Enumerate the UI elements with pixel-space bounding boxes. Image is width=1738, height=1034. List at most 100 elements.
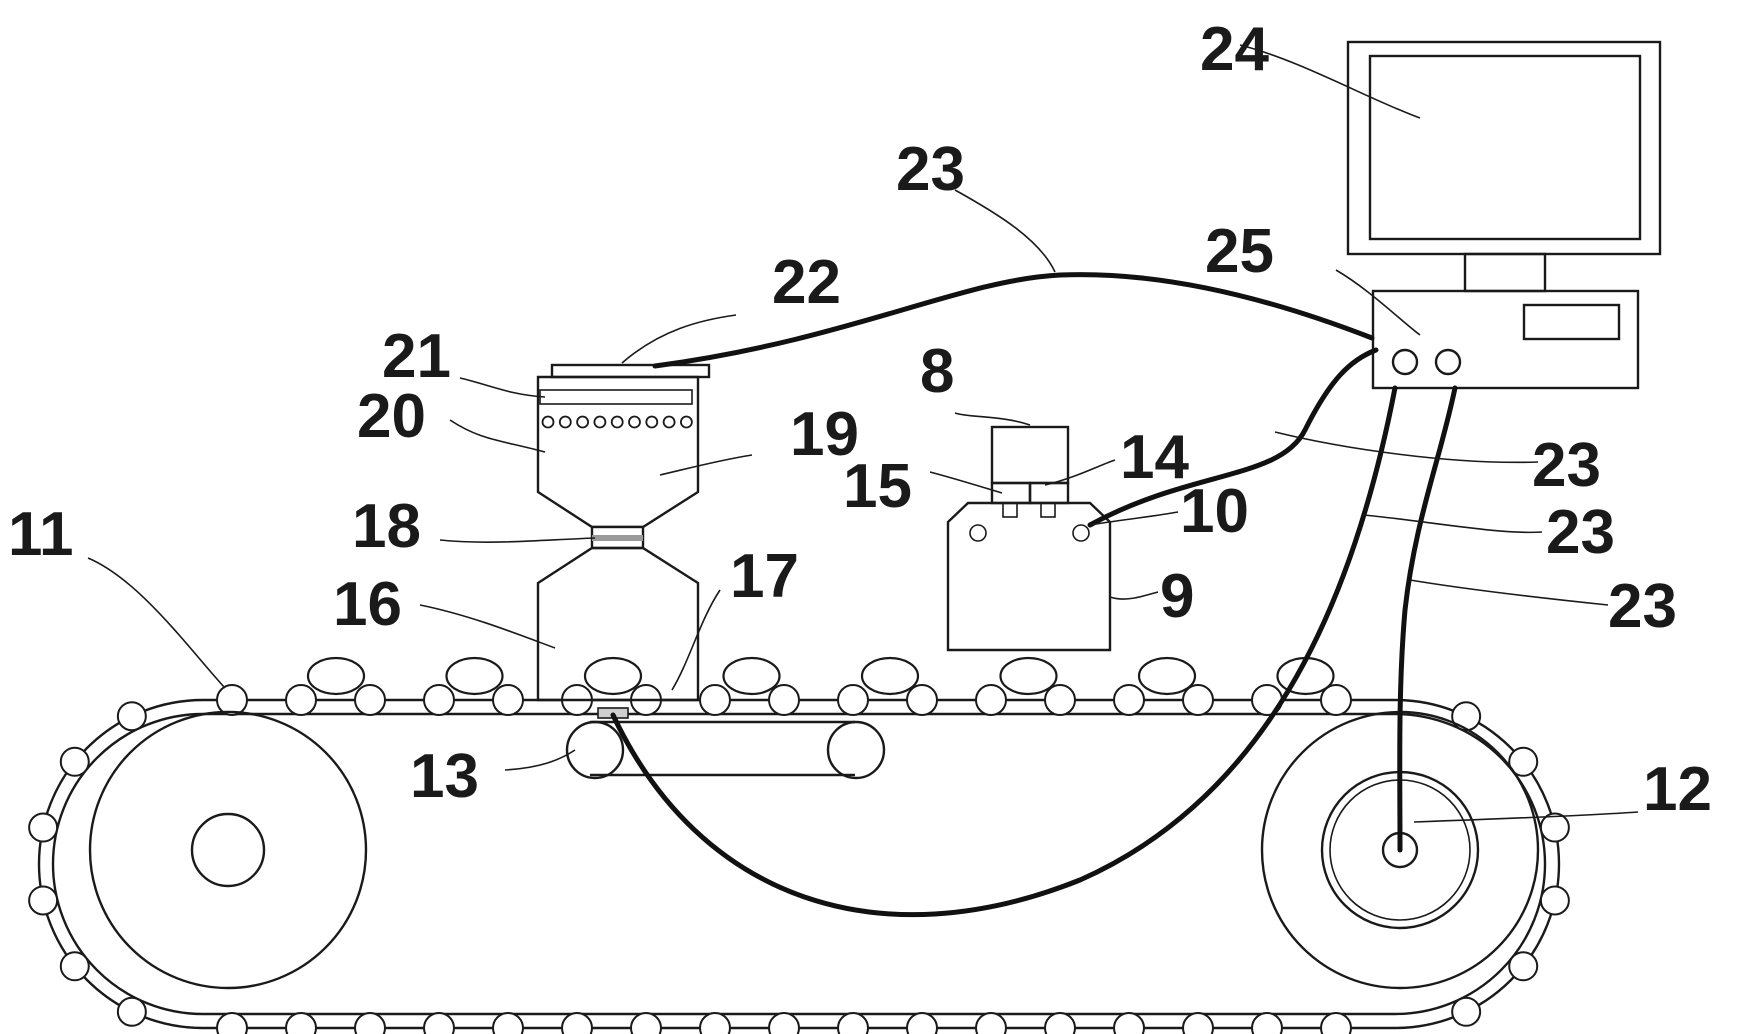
belt-bead bbox=[286, 1013, 316, 1034]
belt-bead bbox=[1252, 1013, 1282, 1034]
sensor-left bbox=[970, 525, 986, 541]
belt-bead bbox=[838, 1013, 868, 1034]
enclosure-9 bbox=[948, 503, 1110, 650]
hopper-assembly bbox=[538, 365, 709, 700]
nozzle bbox=[629, 417, 640, 428]
belt-bead bbox=[1045, 685, 1075, 715]
belt-bead bbox=[838, 685, 868, 715]
label-23-fourth: 23 bbox=[1608, 572, 1677, 641]
belt-bead bbox=[493, 1013, 523, 1034]
egg bbox=[1001, 658, 1057, 694]
nozzle bbox=[543, 417, 554, 428]
label-24: 24 bbox=[1200, 15, 1269, 84]
nozzle bbox=[577, 417, 588, 428]
egg bbox=[1139, 658, 1195, 694]
light-14 bbox=[1030, 483, 1068, 503]
light-15 bbox=[992, 483, 1030, 503]
belt-bead bbox=[1114, 1013, 1144, 1034]
belt-bead bbox=[424, 685, 454, 715]
upper-hopper-19 bbox=[538, 377, 698, 527]
bar-21 bbox=[540, 390, 692, 404]
label-11: 11 bbox=[8, 500, 74, 569]
belt-bead bbox=[769, 1013, 799, 1034]
label-20: 20 bbox=[357, 382, 426, 451]
nozzle bbox=[681, 417, 692, 428]
label-8: 8 bbox=[920, 337, 954, 406]
sensor-10 bbox=[1073, 525, 1089, 541]
label-19: 19 bbox=[790, 400, 859, 469]
belt-bead bbox=[907, 1013, 937, 1034]
controller-25 bbox=[1373, 291, 1638, 388]
egg bbox=[862, 658, 918, 694]
nozzle bbox=[612, 417, 623, 428]
egg bbox=[585, 658, 641, 694]
belt-bead bbox=[118, 702, 146, 730]
label-25: 25 bbox=[1205, 217, 1274, 286]
label-21: 21 bbox=[382, 322, 451, 391]
nozzle bbox=[594, 417, 605, 428]
nozzle bbox=[664, 417, 675, 428]
belt-bead bbox=[61, 952, 89, 980]
belt-bead bbox=[700, 1013, 730, 1034]
belt-bead bbox=[1045, 1013, 1075, 1034]
label-14: 14 bbox=[1120, 423, 1189, 492]
nozzle bbox=[560, 417, 571, 428]
nozzle bbox=[646, 417, 657, 428]
belt-bead bbox=[424, 1013, 454, 1034]
belt-bead bbox=[286, 685, 316, 715]
belt-bead bbox=[355, 685, 385, 715]
belt-bead bbox=[217, 685, 247, 715]
belt-bead bbox=[29, 886, 57, 914]
belt-bead bbox=[61, 748, 89, 776]
belt-beads bbox=[29, 685, 1569, 1034]
cable-to-hopper bbox=[655, 275, 1372, 366]
belt-bead bbox=[562, 1013, 592, 1034]
label-23-top: 23 bbox=[896, 135, 965, 204]
belt-bead bbox=[493, 685, 523, 715]
belt-bead bbox=[976, 1013, 1006, 1034]
belt-bead bbox=[769, 685, 799, 715]
belt-bead bbox=[976, 685, 1006, 715]
nozzle-row-20 bbox=[543, 417, 692, 428]
controller-display bbox=[1524, 305, 1619, 339]
label-23-second: 23 bbox=[1532, 431, 1601, 500]
belt-bead bbox=[1321, 1013, 1351, 1034]
belt-bead bbox=[1114, 685, 1144, 715]
port-2 bbox=[1436, 350, 1460, 374]
label-22: 22 bbox=[772, 248, 841, 317]
belt-bead bbox=[1509, 952, 1537, 980]
belt-bead bbox=[631, 1013, 661, 1034]
belt-bead bbox=[907, 685, 937, 715]
left-drum bbox=[90, 712, 366, 988]
label-9: 9 bbox=[1160, 562, 1194, 631]
belt-bead bbox=[1541, 814, 1569, 842]
label-10: 10 bbox=[1180, 477, 1249, 546]
label-17: 17 bbox=[730, 542, 799, 611]
port-1 bbox=[1393, 350, 1417, 374]
belt-bead bbox=[1183, 1013, 1213, 1034]
lid-22 bbox=[552, 365, 709, 377]
egg bbox=[724, 658, 780, 694]
belt-bead bbox=[29, 814, 57, 842]
belt-bead bbox=[1452, 998, 1480, 1026]
label-23-third: 23 bbox=[1546, 498, 1615, 567]
belt-bead bbox=[217, 1013, 247, 1034]
label-16: 16 bbox=[333, 570, 402, 639]
belt-bead bbox=[355, 1013, 385, 1034]
camera-8 bbox=[992, 427, 1068, 483]
belt-bead bbox=[1452, 702, 1480, 730]
belt-bead bbox=[1541, 886, 1569, 914]
support-frame-13 bbox=[567, 722, 884, 778]
eggs-on-belt bbox=[308, 658, 1334, 694]
egg bbox=[308, 658, 364, 694]
label-18: 18 bbox=[352, 492, 421, 561]
belt-bead bbox=[700, 685, 730, 715]
label-12: 12 bbox=[1643, 755, 1712, 824]
camera-unit-8 bbox=[948, 427, 1110, 650]
egg bbox=[447, 658, 503, 694]
monitor-24 bbox=[1348, 42, 1660, 291]
belt-bead bbox=[118, 998, 146, 1026]
label-13: 13 bbox=[410, 742, 479, 811]
